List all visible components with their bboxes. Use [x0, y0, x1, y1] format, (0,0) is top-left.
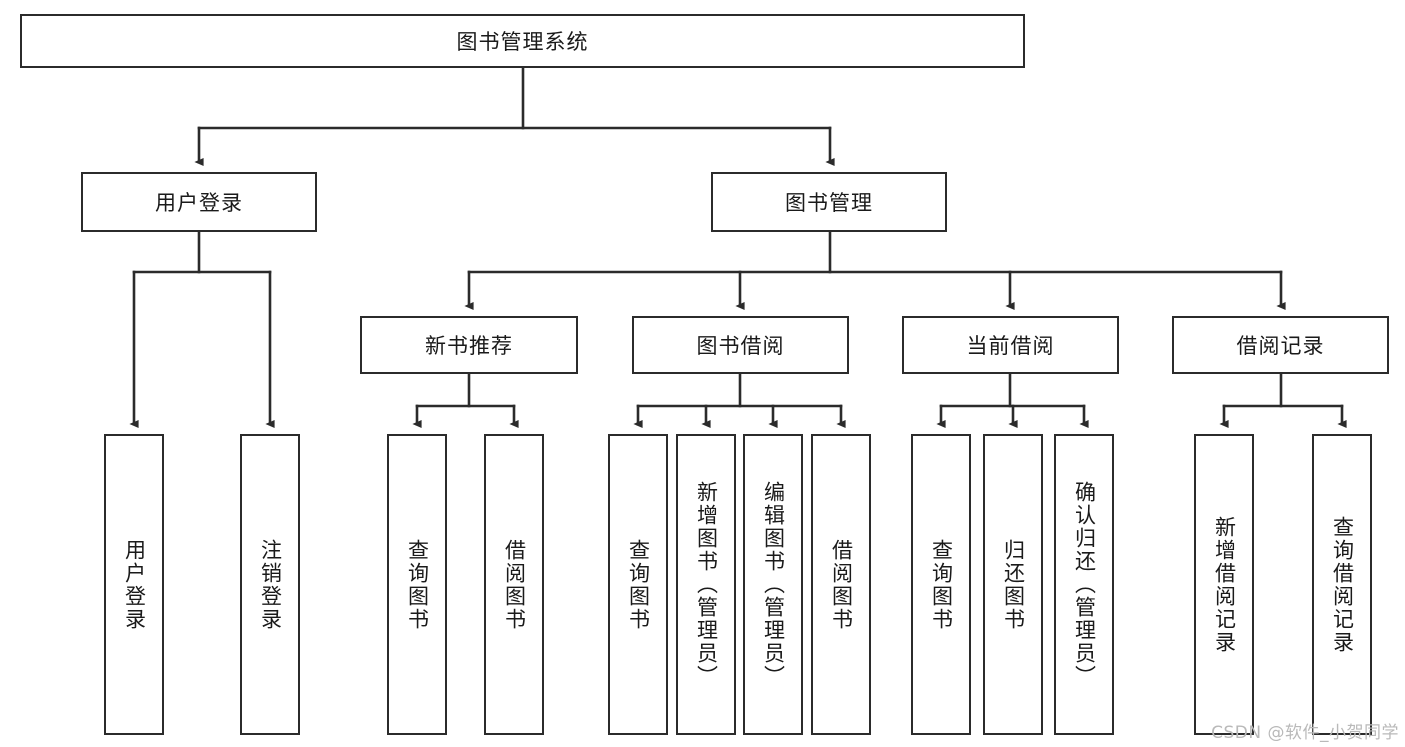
- node-leaf-edit-book-admin[interactable]: 编辑图书（管理员）: [743, 434, 803, 735]
- node-leaf-query-books-new[interactable]: 查询图书: [387, 434, 447, 735]
- node-leaf-query-books-new-label: 查询图书: [405, 538, 430, 631]
- node-leaf-confirm-return-admin-label: 确认归还（管理员）: [1072, 481, 1097, 688]
- node-new-book-recommend[interactable]: 新书推荐: [360, 316, 578, 374]
- node-leaf-add-borrow-record-label: 新增借阅记录: [1212, 515, 1237, 654]
- node-leaf-confirm-return-admin[interactable]: 确认归还（管理员）: [1054, 434, 1114, 735]
- node-leaf-add-book-admin[interactable]: 新增图书（管理员）: [676, 434, 736, 735]
- node-leaf-user-login[interactable]: 用户登录: [104, 434, 164, 735]
- node-root-label: 图书管理系统: [456, 30, 589, 54]
- node-leaf-query-books-current-label: 查询图书: [929, 538, 954, 631]
- node-leaf-logout-label: 注销登录: [258, 538, 283, 631]
- node-leaf-borrow-books-new-label: 借阅图书: [502, 538, 527, 631]
- node-leaf-return-books-label: 归还图书: [1001, 538, 1026, 631]
- node-book-borrow[interactable]: 图书借阅: [632, 316, 849, 374]
- node-leaf-query-borrow-record-label: 查询借阅记录: [1330, 515, 1355, 654]
- node-leaf-add-book-admin-label: 新增图书（管理员）: [694, 481, 719, 688]
- node-leaf-borrow-books-new[interactable]: 借阅图书: [484, 434, 544, 735]
- node-leaf-user-login-label: 用户登录: [122, 538, 147, 631]
- node-leaf-borrow-books[interactable]: 借阅图书: [811, 434, 871, 735]
- node-book-management[interactable]: 图书管理: [711, 172, 947, 232]
- node-leaf-add-borrow-record[interactable]: 新增借阅记录: [1194, 434, 1254, 735]
- node-leaf-query-books-borrow-label: 查询图书: [626, 538, 651, 631]
- watermark-text: CSDN @软件_小贺同学: [1211, 723, 1399, 743]
- node-leaf-return-books[interactable]: 归还图书: [983, 434, 1043, 735]
- node-leaf-borrow-books-label: 借阅图书: [829, 538, 854, 631]
- node-borrow-record-label: 借阅记录: [1236, 334, 1325, 358]
- node-book-borrow-label: 图书借阅: [696, 334, 785, 358]
- node-leaf-logout[interactable]: 注销登录: [240, 434, 300, 735]
- node-current-borrow[interactable]: 当前借阅: [902, 316, 1119, 374]
- node-book-management-label: 图书管理: [785, 191, 873, 215]
- node-leaf-query-books-current[interactable]: 查询图书: [911, 434, 971, 735]
- node-leaf-query-borrow-record[interactable]: 查询借阅记录: [1312, 434, 1372, 735]
- node-user-login-label: 用户登录: [155, 191, 243, 215]
- node-leaf-edit-book-admin-label: 编辑图书（管理员）: [761, 481, 786, 688]
- node-new-book-recommend-label: 新书推荐: [425, 334, 513, 358]
- node-leaf-query-books-borrow[interactable]: 查询图书: [608, 434, 668, 735]
- node-root[interactable]: 图书管理系统: [20, 14, 1025, 68]
- node-user-login[interactable]: 用户登录: [81, 172, 317, 232]
- node-current-borrow-label: 当前借阅: [966, 334, 1055, 358]
- node-borrow-record[interactable]: 借阅记录: [1172, 316, 1389, 374]
